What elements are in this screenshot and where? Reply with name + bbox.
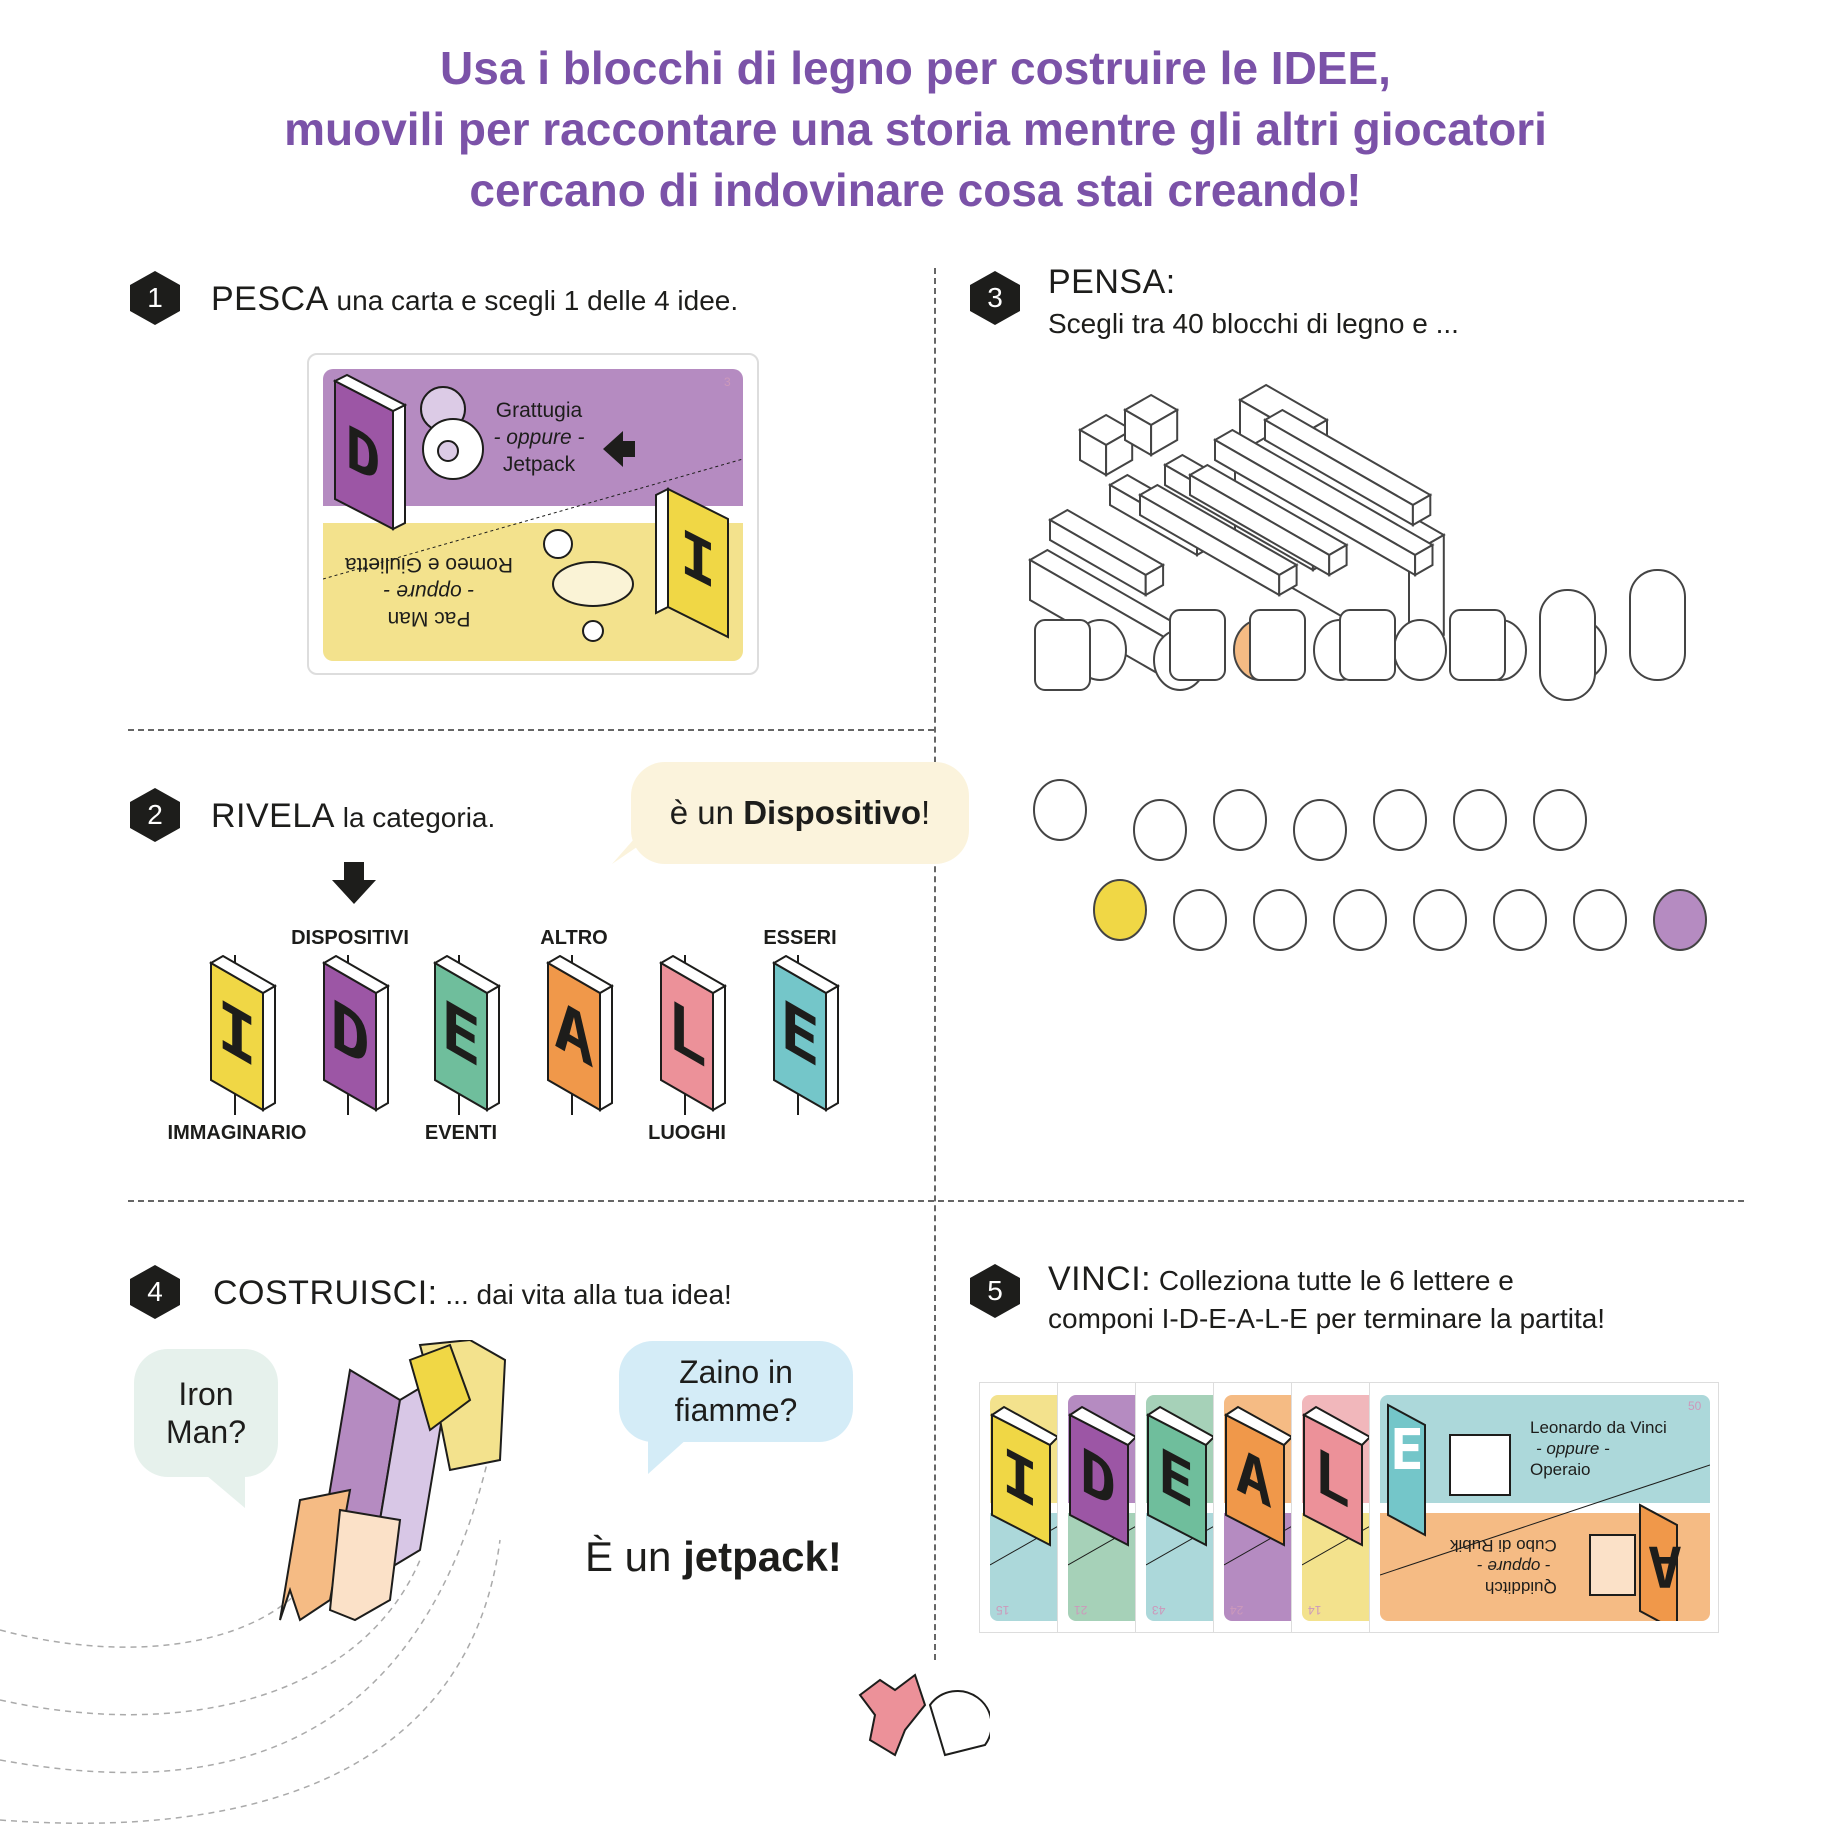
wooden-block	[1333, 889, 1387, 951]
wooden-block	[1453, 789, 1507, 851]
step-1-heading: PESCA una carta e scegli 1 delle 4 idee.	[211, 280, 738, 319]
main-title: Usa i blocchi di legno per costruire le …	[0, 38, 1831, 221]
step-4-heading: COSTRUISCI: ... dai vita alla tua idea!	[213, 1274, 732, 1312]
answer-text: È un jetpack!	[585, 1533, 842, 1580]
step-1-keyword: PESCA	[211, 280, 329, 318]
wooden-block	[1213, 789, 1267, 851]
arrow-left-icon	[603, 431, 635, 467]
bubble-tail	[648, 1438, 688, 1474]
card-bottom-ideas: Pac Man - oppure - Romeo e Giulietta	[344, 553, 514, 630]
wooden-block	[1411, 493, 1432, 527]
arrow-down-icon	[332, 862, 376, 904]
letter-block-i: I	[203, 954, 283, 1120]
bubble-tail	[612, 830, 662, 864]
card-number: 3	[724, 375, 731, 389]
step-2-badge: 2	[127, 787, 183, 843]
step-1-text: una carta e scegli 1 delle 4 idee.	[336, 285, 739, 316]
bubble-tail	[200, 1470, 245, 1508]
letter-block-e: E	[427, 954, 507, 1120]
letter-block-l: L	[653, 954, 733, 1120]
wooden-block	[1653, 889, 1707, 951]
wooden-block	[1393, 619, 1447, 681]
wooden-block	[1533, 789, 1587, 851]
horizontal-divider-1	[128, 729, 934, 731]
step-3-badge: 3	[967, 270, 1023, 326]
title-line-3: cercano di indovinare cosa stai creando!	[469, 164, 1362, 216]
category-label-eventi: EVENTI	[424, 1122, 498, 1144]
letter-block-a: A	[540, 954, 620, 1120]
category-label-immaginario: IMMAGINARIO	[167, 1122, 307, 1144]
meeple-illustration	[858, 1673, 990, 1757]
wooden-block	[1293, 799, 1347, 861]
wooden-block	[1449, 609, 1506, 681]
title-line-1: Usa i blocchi di legno per costruire le …	[440, 42, 1391, 94]
wooden-block	[1169, 609, 1226, 681]
wooden-block	[1539, 589, 1596, 701]
wooden-block	[1253, 889, 1307, 951]
jetpack-illustration	[0, 1340, 507, 1824]
wooden-block	[1173, 889, 1227, 951]
category-label-luoghi: LUOGHI	[648, 1122, 726, 1144]
wooden-block	[1278, 563, 1298, 597]
card-illustration: D I	[323, 373, 743, 642]
horizontal-divider-2	[128, 1200, 1744, 1202]
category-label-esseri: ESSERI	[763, 927, 837, 949]
wooden-block	[1133, 799, 1187, 861]
wooden-block	[1413, 889, 1467, 951]
step-5-badge: 5	[967, 1263, 1023, 1319]
wooden-block	[1150, 408, 1179, 457]
wooden-block	[1414, 543, 1434, 577]
wooden-block	[1144, 563, 1165, 597]
letter-block-e: E	[766, 954, 846, 1120]
title-line-2: muovili per raccontare una storia mentre…	[284, 103, 1547, 155]
category-speech-bubble: è un Dispositivo!	[631, 762, 969, 864]
wooden-blocks-illustration	[1027, 383, 1707, 951]
step-3-heading: PENSA:Scegli tra 40 blocchi di legno e .…	[1048, 263, 1459, 339]
wooden-block	[1573, 889, 1627, 951]
step-4-badge: 4	[127, 1264, 183, 1320]
wooden-block	[1034, 619, 1091, 691]
vertical-divider	[934, 268, 936, 1660]
wooden-block	[1629, 569, 1686, 681]
card-top-ideas: Grattugia - oppure - Jetpack	[493, 399, 585, 476]
wooden-block	[1339, 609, 1396, 681]
category-label-altro: ALTRO	[540, 927, 608, 949]
step-2-heading: RIVELA la categoria.	[211, 797, 496, 835]
wooden-block	[1033, 779, 1087, 841]
wooden-block	[1093, 879, 1147, 941]
idea-card[interactable]: D I Grattugia - oppure - Jetpack Pac Man…	[307, 353, 759, 675]
category-label-dispositivi: DISPOSITIVI	[291, 927, 409, 949]
wooden-block	[1493, 889, 1547, 951]
wooden-block	[1373, 789, 1427, 851]
step-1-badge: 1	[127, 270, 183, 326]
wooden-block	[1328, 543, 1348, 577]
wooden-block	[1249, 609, 1306, 681]
letter-block-d: D	[316, 954, 396, 1120]
